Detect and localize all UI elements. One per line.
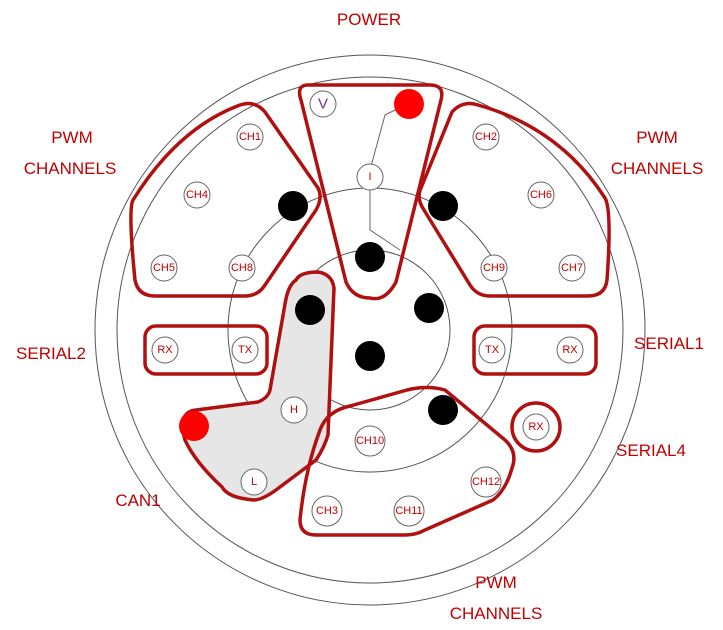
ground-pin-2 xyxy=(428,191,458,221)
serial4-label: SERIAL4 xyxy=(616,441,686,460)
serial4-group-outline xyxy=(510,401,562,453)
power-signal-pin xyxy=(394,89,424,119)
pin-ch1-label: CH1 xyxy=(239,131,261,143)
pin-ch2-label: CH2 xyxy=(475,131,497,143)
pin-ch3-label: CH3 xyxy=(316,505,338,517)
pin-ch3: CH3 xyxy=(311,495,343,527)
pin-can-h: H xyxy=(280,396,308,424)
outer-ring-1 xyxy=(94,54,646,606)
pin-serial2-tx: TX xyxy=(231,336,259,364)
pin-serial1-rx: RX xyxy=(556,336,584,364)
pin-serial4-rx: RX xyxy=(522,413,550,441)
pin-ch2: CH2 xyxy=(472,123,500,151)
pwm-top-left-label-line1: PWM xyxy=(51,128,93,147)
pin-ch4: CH4 xyxy=(183,181,211,209)
pin-serial2-rx-label: RX xyxy=(157,344,173,356)
can-signal-pin xyxy=(179,411,209,441)
pin-v: V xyxy=(309,90,337,118)
ground-pin-5 xyxy=(414,293,444,323)
pin-v-label: V xyxy=(318,96,328,113)
pwm-top-right-group-outline xyxy=(417,101,611,298)
outer-ring-2 xyxy=(116,76,624,584)
pwm-bottom-label-line1: PWM xyxy=(475,573,517,592)
pin-ch10: CH10 xyxy=(354,425,386,457)
pin-can-l: L xyxy=(240,468,268,496)
pin-ch5-label: CH5 xyxy=(153,262,175,274)
pin-serial1-rx-label: RX xyxy=(562,344,578,356)
can1-group-outline xyxy=(180,270,336,502)
pwm-top-right-label-line2: CHANNELS xyxy=(611,159,704,178)
pin-ch9-label: CH9 xyxy=(483,262,505,274)
pin-ch10-label: CH10 xyxy=(356,435,384,447)
serial1-group-outline xyxy=(472,324,598,376)
can1-label: CAN1 xyxy=(115,491,160,510)
pin-ch12-label: CH12 xyxy=(472,476,500,488)
power-group-outline xyxy=(297,83,444,301)
pin-serial2-tx-label: TX xyxy=(238,344,253,356)
pin-serial4-rx-label: RX xyxy=(528,421,544,433)
pwm-top-right-label-line1: PWM xyxy=(636,128,678,147)
pwm-bottom-group-outline xyxy=(298,385,516,537)
pin-serial1-tx: TX xyxy=(478,336,506,364)
pin-ch8: CH8 xyxy=(228,254,256,282)
pin-ch6: CH6 xyxy=(527,181,555,209)
serial2-label: SERIAL2 xyxy=(16,344,86,363)
pin-ch5: CH5 xyxy=(150,254,178,282)
ground-pin-6 xyxy=(355,341,385,371)
pin-ch12: CH12 xyxy=(470,466,502,498)
pwm-bottom-label-line2: CHANNELS xyxy=(450,604,543,623)
pin-i: I xyxy=(356,163,384,191)
pwm-top-left-group-outline xyxy=(129,101,322,298)
pin-serial1-tx-label: TX xyxy=(485,344,500,356)
pin-ch7: CH7 xyxy=(558,254,586,282)
pwm-top-left-label-line2: CHANNELS xyxy=(24,159,117,178)
pin-ch6-label: CH6 xyxy=(530,189,552,201)
pin-ch9: CH9 xyxy=(480,254,508,282)
pin-can-h-label: H xyxy=(290,404,298,416)
serial2-group-outline xyxy=(143,324,269,376)
pin-ch11-label: CH11 xyxy=(395,505,422,517)
pin-can-l-label: L xyxy=(251,476,257,488)
pin-ch8-label: CH8 xyxy=(231,262,253,274)
ground-pin-1 xyxy=(278,191,308,221)
ground-pin-3 xyxy=(355,242,385,272)
ground-pin-7 xyxy=(428,395,458,425)
pin-ch7-label: CH7 xyxy=(561,262,583,274)
pin-ch1: CH1 xyxy=(236,123,264,151)
serial1-label: SERIAL1 xyxy=(634,334,704,353)
pin-ch4-label: CH4 xyxy=(186,189,208,201)
pin-i-label: I xyxy=(368,171,371,183)
power-label: POWER xyxy=(337,10,401,29)
pin-ch11: CH11 xyxy=(393,495,425,527)
ground-pin-4 xyxy=(295,295,325,325)
pin-serial2-rx: RX xyxy=(151,336,179,364)
